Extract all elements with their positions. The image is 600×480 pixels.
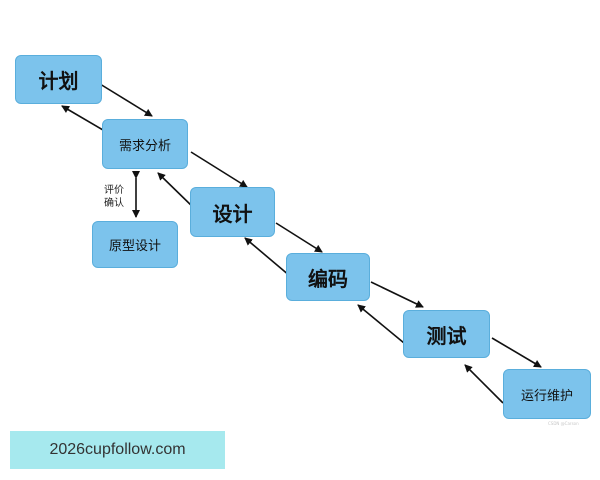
arrow-plan-to-requirements [99,83,153,117]
node-prototype-label: 原型设计 [108,239,161,254]
node-requirements-label: 需求分析 [118,138,171,154]
node-design: 设计 [190,187,275,237]
arrow-requirements-to-design [190,151,248,188]
site-banner-text: 2026cupfollow.com [49,441,186,458]
arrow-maintenance-to-testing [464,364,504,404]
node-testing: 测试 [403,310,490,358]
node-prototype: 原型设计 [92,221,178,268]
node-requirements: 需求分析 [102,119,188,169]
node-coding: 编码 [286,253,370,301]
arrow-design-to-requirements [157,172,197,211]
arrow-testing-to-maintenance [491,337,542,368]
watermark-text: CSDN @Carson [548,421,579,426]
node-maintenance-label: 运行维护 [520,388,573,404]
site-banner: 2026cupfollow.com [10,431,225,469]
arrow-design-to-coding [275,222,323,253]
edge-label-review: 评价确认 [104,185,124,209]
arrow-coding-to-design [244,237,291,277]
node-design-label: 设计 [212,201,253,226]
node-testing-label: 测试 [426,323,467,348]
arrow-requirements-to-plan [61,105,104,131]
arrow-coding-to-testing [370,281,424,308]
node-coding-label: 编码 [308,266,348,291]
node-plan-label: 计划 [38,69,79,93]
node-plan: 计划 [15,55,102,104]
node-maintenance: 运行维护 [503,369,591,419]
arrow-testing-to-coding [357,304,405,344]
